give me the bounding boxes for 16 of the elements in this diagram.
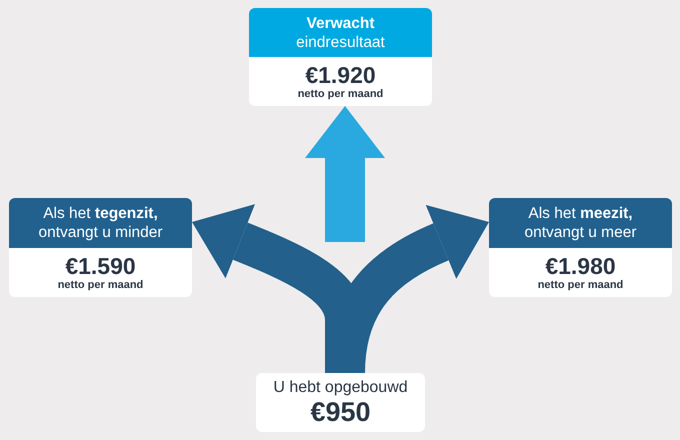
info-card [9, 198, 192, 297]
amount-value: €950 [310, 396, 371, 426]
info-card [249, 8, 432, 106]
info-card [256, 373, 425, 432]
amount-caption: netto per maand [58, 278, 144, 292]
card-label: U hebt opgebouwd [273, 378, 408, 396]
card-heading: Verwacht eindresultaat [249, 8, 432, 57]
arrow [305, 106, 385, 242]
card-heading: Als het meezit, ontvangt u meer [489, 198, 672, 248]
amount-caption: netto per maand [298, 88, 384, 100]
amount-value: €1.920 [305, 62, 376, 88]
amount-caption: netto per maand [538, 278, 624, 292]
amount-value: €1.590 [65, 254, 136, 278]
card-heading: Als het tegenzit, ontvangt u minder [9, 198, 192, 248]
info-card [489, 198, 672, 297]
amount-value: €1.980 [545, 254, 616, 278]
